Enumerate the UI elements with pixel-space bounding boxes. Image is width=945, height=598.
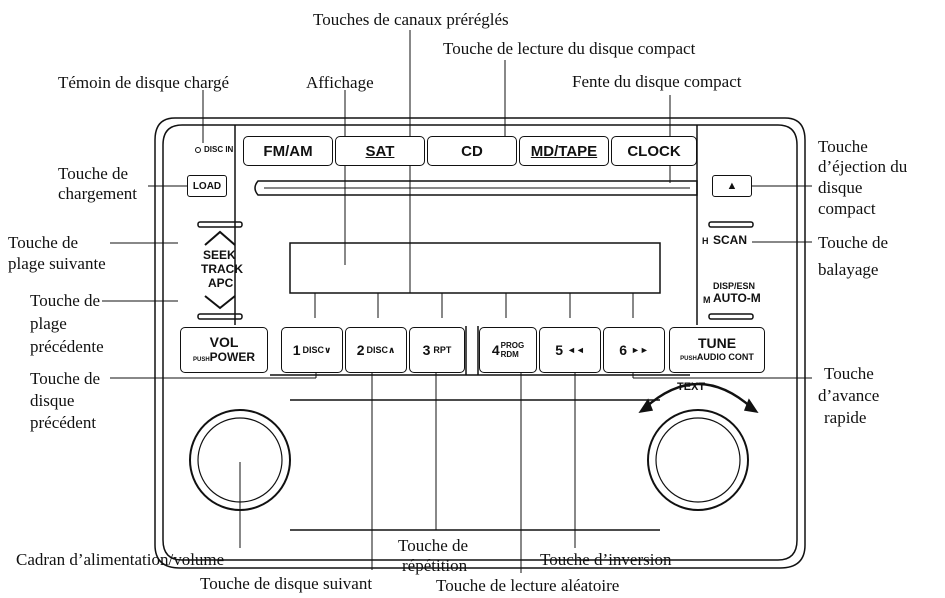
audio-cont-wrap: PUSHAUDIO CONT [680, 351, 754, 365]
caption-disc-loaded: Témoin de disque chargé [58, 73, 230, 92]
sat-button[interactable]: SAT [335, 136, 425, 166]
audio-cont-label: AUDIO CONT [696, 352, 754, 362]
left-indicator-top [197, 221, 243, 228]
load-button[interactable]: LOAD [187, 175, 227, 197]
right-indicator-top [708, 221, 754, 228]
tune-knob-outer [647, 409, 749, 511]
preset-3-number: 3 [422, 342, 431, 358]
preset-3-sub: RPT [433, 345, 452, 355]
panel-inner-outline [162, 124, 798, 561]
sat-label: SAT [365, 142, 395, 160]
h-label: H [702, 236, 709, 246]
md-tape-label: MD/TAPE [530, 142, 598, 160]
track-label: TRACK [201, 262, 243, 276]
caption-repeat-1: Touche de [398, 536, 469, 555]
disp-esn-label: DISP/ESN [713, 281, 756, 291]
disc-in-label: DISC IN [204, 145, 234, 154]
preset-5-reverse-button[interactable]: 5◄◄ [539, 327, 601, 373]
caption-load-2: chargement [58, 184, 137, 203]
vol-label: VOL [209, 333, 239, 350]
fm-am-button[interactable]: FM/AM [243, 136, 333, 166]
preset-4-rdm: RDM [500, 350, 519, 359]
preset-2-sub: DISC∧ [366, 344, 396, 355]
text-arc [644, 382, 753, 409]
cd-slot [254, 180, 698, 196]
caption-prev-track-2: plage [30, 314, 67, 333]
caption-fast-forward-1: Touche [824, 364, 874, 383]
preset-5-sub: ◄◄ [566, 345, 585, 355]
caption-random: Touche de lecture aléatoire [436, 576, 620, 595]
cd-button[interactable]: CD [427, 136, 517, 166]
left-indicator-bottom [197, 313, 243, 320]
caption-eject-1: Touche [818, 137, 868, 156]
scan-label: SCAN [713, 233, 748, 247]
preset-6-sub: ►► [630, 345, 649, 355]
power-label-wrap: PUSHPOWER [193, 350, 255, 367]
caption-prev-disc-1: Touche de [30, 369, 101, 388]
caption-eject-3: disque [818, 178, 863, 197]
caption-next-track-2: plage suivante [8, 254, 106, 273]
caption-prev-track-3: précédente [30, 337, 104, 356]
caption-next-disc: Touche de disque suivant [200, 574, 373, 593]
caption-prev-disc-2: disque [30, 391, 75, 410]
caption-cd-slot: Fente du disque compact [572, 72, 742, 91]
preset-5-number: 5 [555, 342, 563, 358]
preset-4-sub: PROG RDM [501, 341, 525, 359]
right-indicator-bottom [708, 313, 754, 320]
apc-label: APC [208, 276, 234, 290]
tune-audio-cont-button[interactable]: TUNE PUSHAUDIO CONT [669, 327, 765, 373]
caption-scan-1: Touche de [818, 233, 889, 252]
eject-button[interactable]: ▲ [712, 175, 752, 197]
caption-power-volume: Cadran d’alimentation/volume [16, 550, 225, 569]
preset-1-sub: DISC∨ [302, 344, 332, 355]
preset-1-number: 1 [292, 342, 301, 358]
caption-load-1: Touche de [58, 164, 129, 183]
m-label: M [703, 295, 711, 305]
caption-eject-4: compact [818, 199, 876, 218]
power-label: POWER [209, 349, 255, 364]
disc-in-indicator [195, 147, 201, 153]
caption-preset-keys: Touches de canaux préréglés [313, 10, 509, 29]
seek-down-chevron [204, 295, 236, 310]
caption-next-track-1: Touche de [8, 233, 79, 252]
preset-4-rdm-button[interactable]: 4 PROG RDM [479, 327, 537, 373]
preset-4-number: 4 [491, 342, 500, 358]
vol-push-label: PUSH [192, 356, 210, 363]
tune-knob-inner [655, 417, 741, 503]
caption-reverse: Touche d’inversion [540, 550, 672, 569]
seek-up-chevron [204, 230, 236, 246]
caption-scan-2: balayage [818, 260, 879, 279]
caption-repeat-2: répétition [402, 556, 468, 575]
caption-cd-play: Touche de lecture du disque compact [443, 39, 696, 58]
caption-display: Affichage [306, 73, 374, 92]
tune-push-label: PUSH [680, 356, 697, 362]
tune-label: TUNE [697, 335, 737, 351]
caption-eject-2: d’éjection du [818, 157, 908, 176]
preset-2-number: 2 [356, 342, 365, 358]
caption-prev-track-1: Touche de [30, 291, 101, 310]
preset-6-fast-forward-button[interactable]: 6►► [603, 327, 665, 373]
caption-fast-forward-3: rapide [824, 408, 867, 427]
preset-6-number: 6 [619, 342, 627, 358]
caption-fast-forward-2: d’avance [818, 386, 880, 405]
panel-outer-outline [154, 117, 806, 569]
preset-4-prog: PROG [500, 341, 525, 350]
seek-label: SEEK [203, 248, 236, 262]
vol-power-button[interactable]: VOL PUSHPOWER [180, 327, 268, 373]
caption-prev-disc-3: précédent [30, 413, 97, 432]
clock-button[interactable]: CLOCK [611, 136, 697, 166]
text-label: TEXT [677, 381, 706, 393]
auto-m-label: AUTO-M [713, 291, 761, 305]
md-tape-button[interactable]: MD/TAPE [519, 136, 609, 166]
